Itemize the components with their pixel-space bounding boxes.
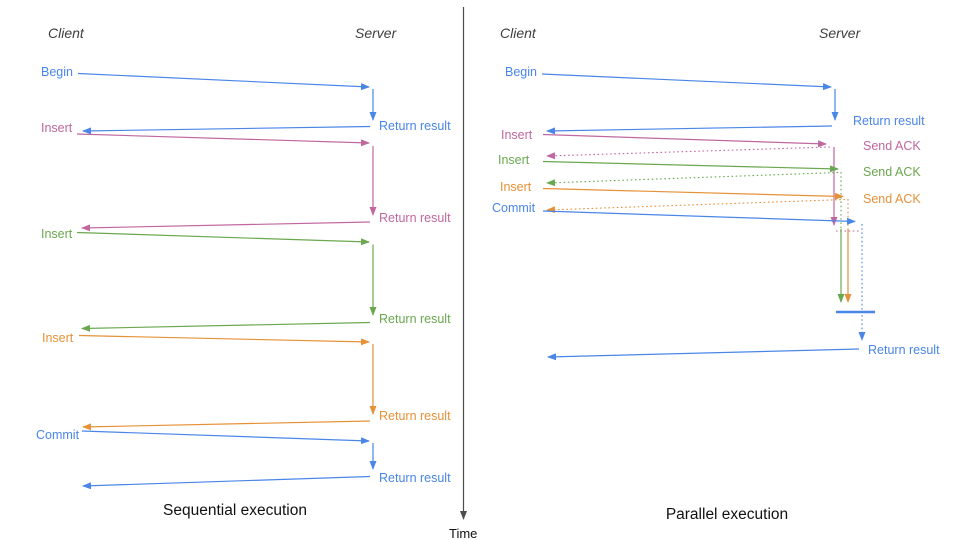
- par-commit-return-line: [547, 348, 860, 361]
- par-client-header: Client: [500, 25, 537, 41]
- seq-commit-response-label: Return result: [379, 471, 451, 485]
- par-insert3-label: Insert: [500, 180, 532, 194]
- seq-begin-return-line: [82, 125, 371, 135]
- par-commit-request-line: [542, 210, 856, 225]
- par-insert3-ack-line: [546, 198, 846, 214]
- seq-commit-exchange: Commit Return result: [36, 428, 451, 490]
- par-insert1-exchange: Insert Send ACK: [501, 128, 921, 232]
- seq-insert2-return-line: [81, 321, 371, 332]
- par-server-header: Server: [819, 25, 862, 41]
- par-insert1-ack-label: Send ACK: [863, 139, 921, 153]
- seq-server-header: Server: [355, 25, 398, 41]
- par-insert2-request-line: [542, 160, 839, 173]
- par-insert2-exchange: Insert Send ACK: [498, 153, 921, 303]
- seq-insert3-response-label: Return result: [379, 409, 451, 423]
- seq-insert1-response-label: Return result: [379, 211, 451, 225]
- par-insert3-ack-label: Send ACK: [863, 192, 921, 206]
- par-insert2-ack-label: Send ACK: [863, 165, 921, 179]
- par-commit-label: Commit: [492, 201, 536, 215]
- seq-begin-exchange: Begin Return result: [41, 65, 451, 135]
- par-insert2-ack-line: [546, 171, 839, 187]
- par-begin-request-line: [541, 73, 832, 91]
- par-commit-exchange: Commit Return result: [492, 201, 940, 361]
- seq-commit-request-line: [81, 430, 370, 445]
- seq-insert1-exchange: Insert Return result: [41, 121, 451, 232]
- par-begin-return-line: [546, 125, 833, 135]
- time-axis-label: Time: [449, 526, 477, 540]
- seq-insert2-request-line: [76, 231, 370, 246]
- sequential-title: Sequential execution: [163, 502, 307, 519]
- time-axis: Time: [449, 7, 477, 540]
- par-begin-response-label: Return result: [853, 114, 925, 128]
- seq-commit-label: Commit: [36, 428, 80, 442]
- par-begin-exchange: Begin Return result: [505, 65, 925, 135]
- seq-insert1-return-line: [81, 221, 371, 232]
- par-insert1-ack-line: [546, 146, 831, 160]
- par-commit-response-label: Return result: [868, 343, 940, 357]
- seq-insert3-exchange: Insert Return result: [42, 331, 451, 431]
- seq-insert1-label: Insert: [41, 121, 73, 135]
- par-insert3-exchange: Insert Send ACK: [500, 180, 921, 303]
- seq-commit-return-line: [82, 475, 371, 490]
- seq-client-header: Client: [48, 25, 85, 41]
- seq-begin-label: Begin: [41, 65, 73, 79]
- par-insert1-request-line: [542, 133, 827, 148]
- seq-insert3-request-line: [78, 334, 370, 346]
- parallel-title: Parallel execution: [666, 506, 788, 523]
- sequential-diagram: Client Server Begin Return result Insert…: [36, 25, 451, 519]
- seq-insert3-return-line: [82, 420, 371, 431]
- par-insert3-request-line: [542, 187, 844, 200]
- par-begin-label: Begin: [505, 65, 537, 79]
- seq-insert3-label: Insert: [42, 331, 74, 345]
- seq-insert1-request-line: [76, 133, 370, 147]
- parallel-diagram: Client Server Begin Return result Insert…: [492, 25, 940, 523]
- par-insert1-label: Insert: [501, 128, 533, 142]
- par-insert2-label: Insert: [498, 153, 530, 167]
- seq-insert2-response-label: Return result: [379, 312, 451, 326]
- seq-insert2-label: Insert: [41, 227, 73, 241]
- seq-insert2-exchange: Insert Return result: [41, 227, 451, 332]
- seq-begin-request-line: [77, 72, 370, 91]
- seq-begin-response-label: Return result: [379, 119, 451, 133]
